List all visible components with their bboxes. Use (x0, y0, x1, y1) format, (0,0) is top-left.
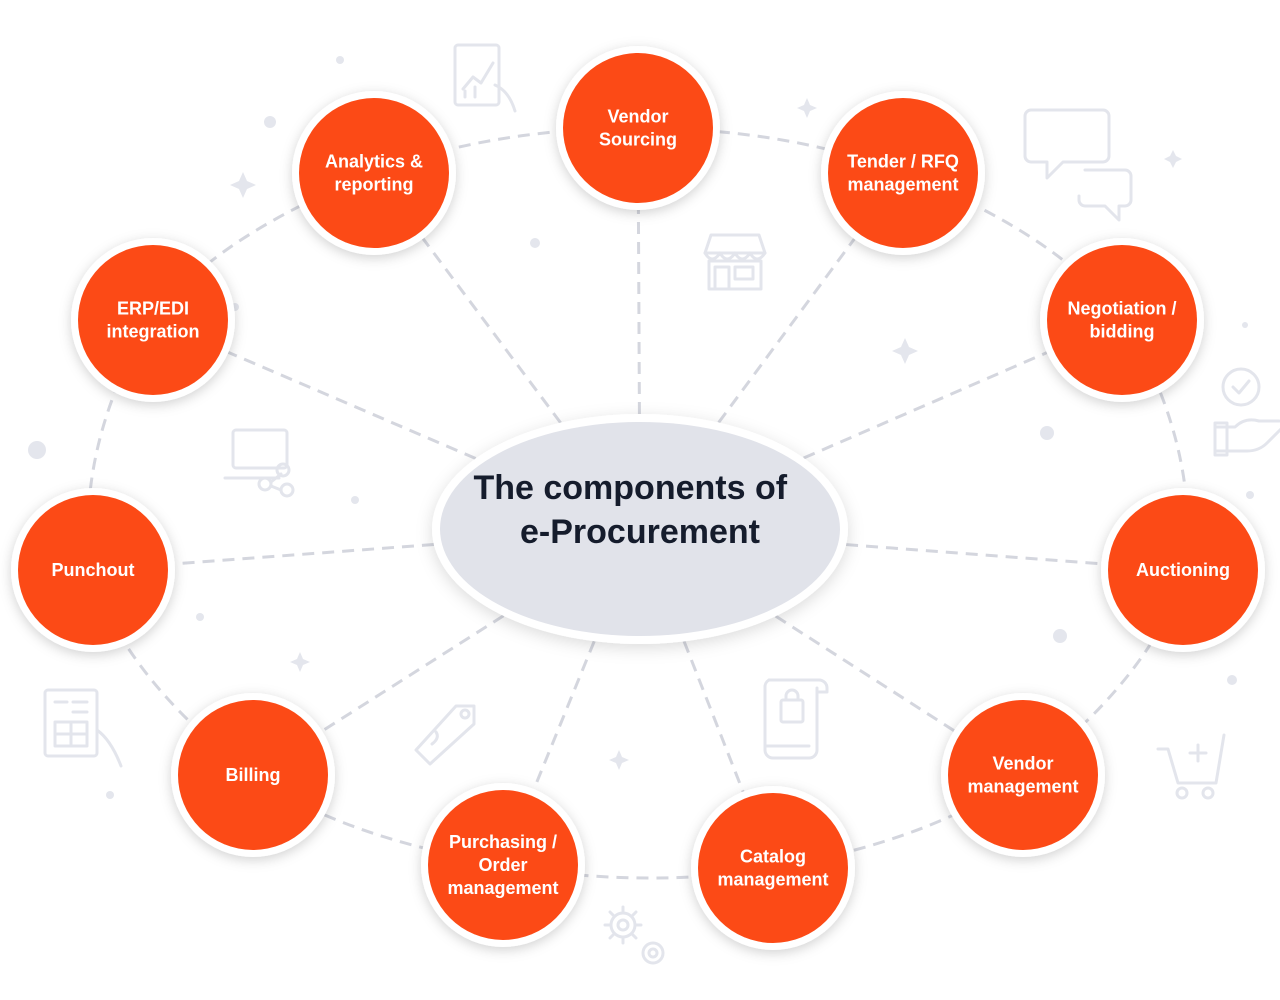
node-label-line: Auctioning (1136, 560, 1230, 580)
node-label-line: Order (478, 855, 527, 875)
node-label: Vendor management (967, 754, 1078, 797)
receipt-bag-icon (763, 678, 829, 760)
node-circle (1047, 245, 1197, 395)
node-label-line: Negotiation / (1068, 299, 1177, 319)
node-circle (18, 495, 168, 645)
node-label: Negotiation / bidding (1068, 299, 1177, 342)
node-circle (698, 793, 848, 943)
chat-bubbles-icon (1023, 108, 1133, 222)
node-label-line: bidding (1090, 322, 1155, 342)
node-billing: Billing (171, 693, 335, 857)
center-hub: The components of e-Procurement (432, 414, 848, 644)
node-label-line: management (967, 777, 1078, 797)
center-title-line-1: The components of (473, 469, 787, 507)
node-circle (563, 53, 713, 203)
shopping-cart-add-icon (1156, 733, 1226, 800)
node-label-line: Billing (226, 765, 281, 785)
spoke-analytics-reporting (421, 237, 562, 424)
node-label-line: management (847, 175, 958, 195)
price-tag-icon (414, 704, 476, 766)
node-erp-edi-integration: ERP/EDI integration (71, 238, 235, 402)
node-circle (948, 700, 1098, 850)
spoke-billing (321, 614, 505, 733)
node-punchout: Punchout (11, 488, 175, 652)
center-title: The components of e-Procurement (473, 469, 796, 551)
gears-icon (603, 905, 665, 965)
spoke-auctioning (845, 543, 1102, 566)
spoke-tender-rfq-management (717, 238, 856, 424)
node-label-line: Punchout (52, 560, 135, 580)
invoice-calculator-icon (43, 688, 123, 768)
node-circle (78, 245, 228, 395)
node-label-line: Purchasing / (449, 832, 557, 852)
node-label-line: management (447, 878, 558, 898)
node-auctioning: Auctioning (1101, 488, 1265, 652)
node-catalog-management: Catalog management (691, 786, 855, 950)
node-purchasing-order-management: Purchasing / Order management (421, 783, 585, 947)
center-title-line-2: e-Procurement (520, 513, 760, 551)
center-ellipse-fill (440, 422, 840, 636)
node-label: Catalog management (717, 847, 828, 890)
node-circle (428, 790, 578, 940)
node-label-line: Sourcing (599, 130, 677, 150)
node-label-line: ERP/EDI (117, 299, 189, 319)
sparkle-star-icon (230, 98, 1182, 770)
node-vendor-management: Vendor management (941, 693, 1105, 857)
spoke-negotiation-bidding (803, 351, 1048, 460)
decorative-dots (28, 56, 1254, 799)
node-circle (178, 700, 328, 850)
spoke-catalog-management (682, 640, 745, 793)
node-label: Billing (226, 765, 281, 785)
quality-check-hand-icon (1213, 367, 1280, 457)
node-label-line: Vendor (992, 754, 1053, 774)
spoke-purchasing-order-management (532, 640, 596, 790)
node-negotiation-bidding: Negotiation / bidding (1040, 238, 1204, 402)
node-label: Auctioning (1136, 560, 1230, 580)
node-analytics-reporting: Analytics & reporting (292, 91, 456, 255)
node-label-line: integration (107, 322, 200, 342)
node-label-line: management (717, 870, 828, 890)
node-label: Punchout (52, 560, 135, 580)
node-label-line: reporting (335, 175, 414, 195)
connector-spokes (174, 209, 1102, 793)
node-label-line: Analytics & (325, 152, 423, 172)
storefront-icon (703, 233, 767, 291)
node-label: ERP/EDI integration (107, 299, 200, 342)
node-label: Purchasing / Order management (447, 832, 558, 898)
laptop-network-icon (223, 428, 295, 498)
spoke-punchout (174, 542, 434, 566)
spoke-vendor-management (774, 614, 955, 732)
node-label: Tender / RFQ management (847, 152, 959, 195)
background-decorations (28, 43, 1280, 965)
node-label-line: Tender / RFQ (847, 152, 959, 172)
node-tender-rfq-management: Tender / RFQ management (821, 91, 985, 255)
node-label: Analytics & reporting (325, 152, 423, 195)
node-circle (1108, 495, 1258, 645)
node-circle (299, 98, 449, 248)
node-label-line: Vendor (607, 107, 668, 127)
node-circle (828, 98, 978, 248)
spoke-erp-edi-integration (227, 350, 477, 460)
analytics-chart-icon (453, 43, 517, 113)
node-label-line: Catalog (740, 847, 806, 867)
spoke-vendor-sourcing (636, 209, 641, 415)
